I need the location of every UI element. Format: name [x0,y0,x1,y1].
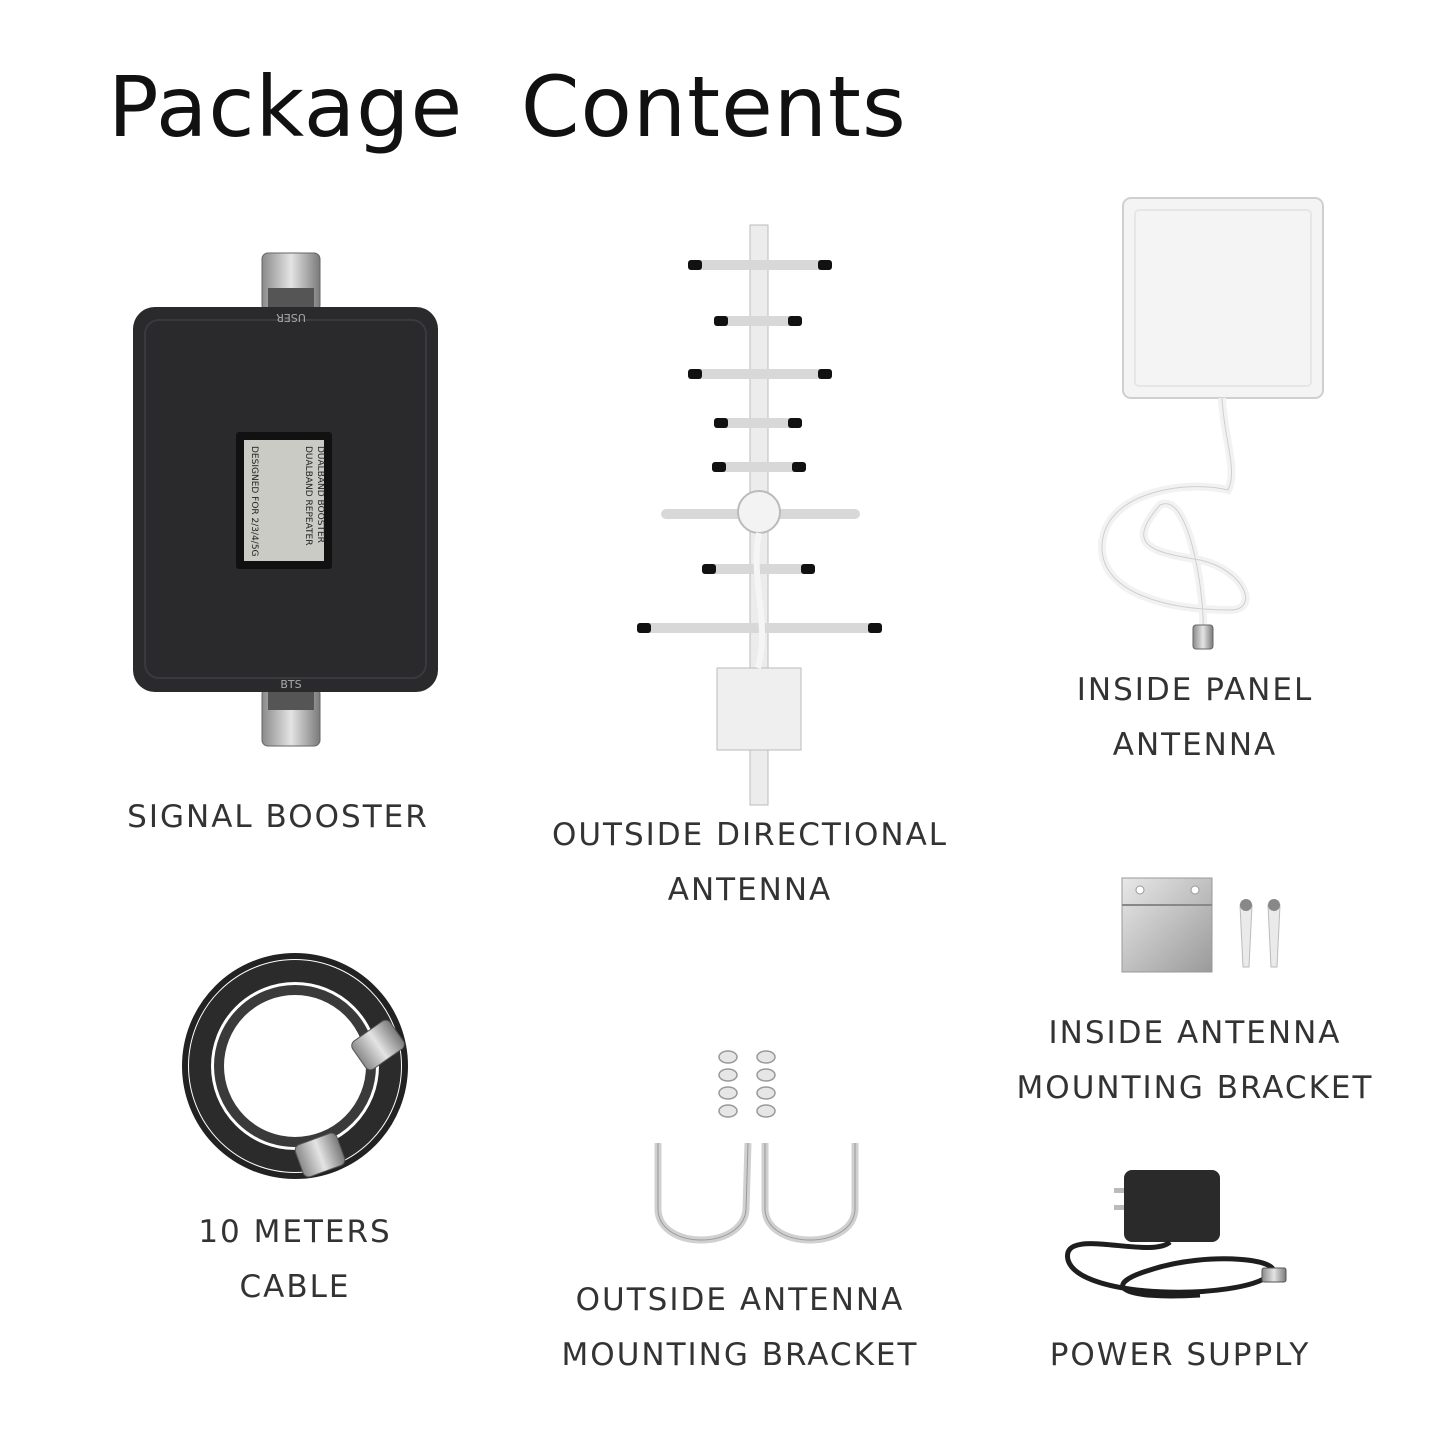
label-line: INSIDE ANTENNA [1048,1015,1342,1051]
label-inside-bracket: INSIDE ANTENNA MOUNTING BRACKET [990,1006,1400,1116]
directional-antenna-image [637,224,882,806]
label-outside-directional-antenna: OUTSIDE DIRECTIONAL ANTENNA [530,808,970,918]
label-line: 10 METERS [198,1214,392,1250]
label-line: ANTENNA [1112,727,1278,763]
label-line: INSIDE PANEL [1076,672,1314,708]
label-line: SIGNAL BOOSTER [127,799,429,835]
power-supply-image [1065,1170,1287,1299]
booster-port-user: USER [276,311,306,324]
booster-port-bts: BTS [280,678,301,691]
label-outside-bracket: OUTSIDE ANTENNA MOUNTING BRACKET [535,1273,945,1383]
label-line: POWER SUPPLY [1049,1337,1311,1373]
label-line: MOUNTING BRACKET [1016,1070,1374,1106]
panel-antenna-image [1097,197,1324,650]
label-line: ANTENNA [667,872,833,908]
label-line: CABLE [239,1269,351,1305]
page-title: Package Contents [108,58,907,156]
outside-bracket-image [654,1050,859,1244]
label-signal-booster: SIGNAL BOOSTER [88,790,468,845]
booster-screen-line-1: DUALBAND BOOSTER [315,446,325,543]
label-line: MOUNTING BRACKET [561,1337,919,1373]
label-inside-panel-antenna: INSIDE PANEL ANTENNA [1015,663,1375,773]
booster-screen-line-3: DESIGNED FOR 2/3/4/5G [249,446,259,557]
inside-bracket-image [1121,877,1281,973]
signal-booster-image: USER BTS DUALBAND BOOSTER DUALBAND REPEA… [133,252,438,747]
label-power-supply: POWER SUPPLY [1010,1328,1350,1383]
label-line: OUTSIDE ANTENNA [575,1282,905,1318]
label-line: OUTSIDE DIRECTIONAL [551,817,949,853]
booster-screen-line-2: DUALBAND REPEATER [303,446,313,546]
cable-coil-image [182,953,408,1179]
label-cable: 10 METERS CABLE [145,1205,445,1315]
